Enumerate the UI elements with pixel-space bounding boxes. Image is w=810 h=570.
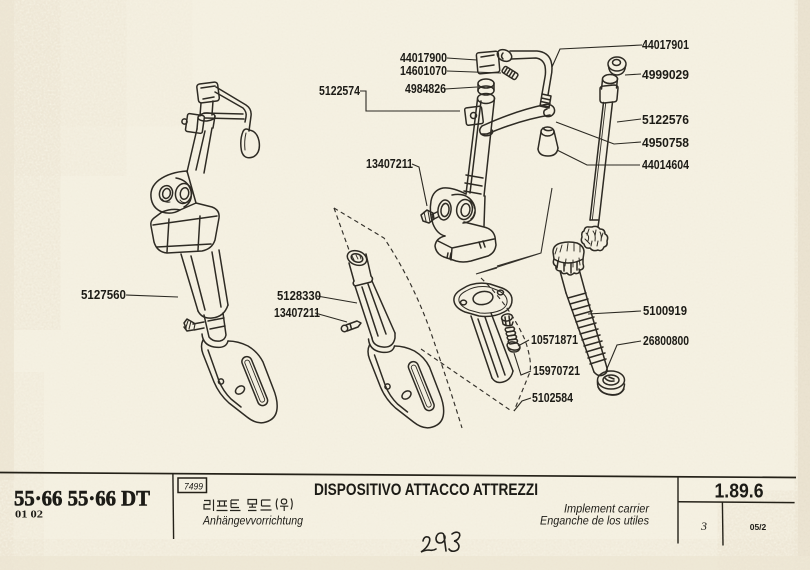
- svg-text:10571871: 10571871: [531, 332, 578, 347]
- svg-text:26800800: 26800800: [643, 333, 689, 348]
- svg-text:44017900: 44017900: [400, 50, 447, 65]
- svg-text:5102584: 5102584: [532, 390, 574, 405]
- svg-text:01 02: 01 02: [15, 510, 43, 521]
- svg-text:7499: 7499: [184, 482, 204, 493]
- svg-text:44014604: 44014604: [642, 157, 690, 172]
- svg-text:5122574: 5122574: [319, 83, 361, 98]
- svg-text:13407211: 13407211: [274, 305, 320, 320]
- svg-text:Implement carrier: Implement carrier: [564, 504, 650, 516]
- svg-text:4984826: 4984826: [405, 81, 446, 96]
- svg-text:Anhängevvorrichtung: Anhängevvorrichtung: [202, 516, 303, 528]
- svg-text:5128330: 5128330: [277, 288, 321, 303]
- svg-text:44017901: 44017901: [642, 37, 689, 52]
- svg-text:1.89.6: 1.89.6: [715, 480, 764, 503]
- svg-text:DISPOSITIVO ATTACCO ATTREZZI: DISPOSITIVO ATTACCO ATTREZZI: [314, 481, 538, 499]
- svg-text:5127560: 5127560: [81, 287, 126, 302]
- svg-text:3: 3: [700, 519, 707, 533]
- svg-text:5100919: 5100919: [643, 303, 687, 318]
- svg-text:4950758: 4950758: [642, 135, 689, 150]
- svg-text:4999029: 4999029: [642, 67, 689, 82]
- svg-text:05/2: 05/2: [750, 522, 767, 532]
- svg-text:Enganche de los utiles: Enganche de los utiles: [540, 516, 649, 528]
- svg-text:55·66 55·66 DT: 55·66 55·66 DT: [14, 486, 150, 511]
- svg-text:15970721: 15970721: [533, 363, 580, 378]
- svg-text:5122576: 5122576: [642, 112, 689, 127]
- svg-text:14601070: 14601070: [400, 63, 447, 78]
- svg-text:13407211: 13407211: [366, 156, 413, 171]
